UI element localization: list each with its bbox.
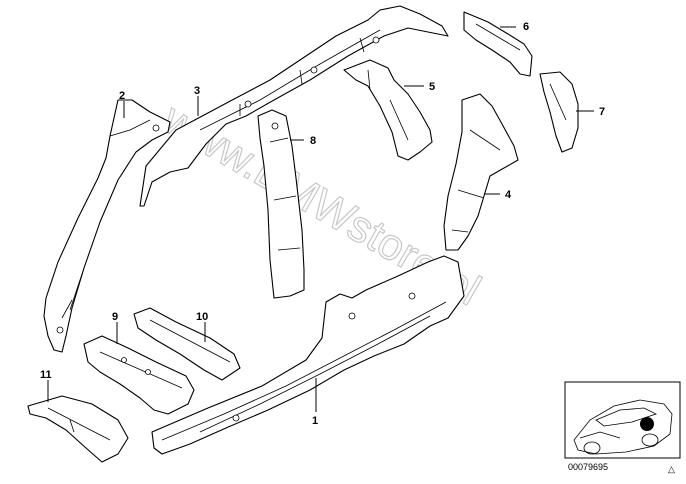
leader-lines (47, 26, 594, 412)
inset-thumbnail[interactable] (564, 381, 681, 459)
diagram-code: 00079695 (568, 462, 608, 472)
part-10-crossmember[interactable] (133, 307, 241, 381)
part-4-rear-pillar[interactable] (443, 93, 519, 251)
callout-9: 9 (112, 311, 118, 323)
part-3-roof-rail[interactable] (139, 5, 449, 207)
callout-5: 5 (429, 81, 435, 93)
part-9-floor-bracket[interactable] (83, 335, 195, 415)
part-7-rear-panel[interactable] (539, 71, 579, 153)
callout-11: 11 (40, 369, 52, 381)
part-callouts: 1 2 3 4 5 6 7 8 9 10 11 (40, 21, 605, 427)
part-11-bracket[interactable] (27, 395, 129, 463)
part-6-upper-bracket[interactable] (463, 11, 533, 77)
part-1-sill[interactable] (151, 255, 465, 455)
callout-1: 1 (312, 415, 318, 427)
callout-6: 6 (523, 21, 529, 33)
part-8-b-pillar[interactable] (257, 109, 305, 299)
callout-4: 4 (505, 189, 512, 201)
callout-10: 10 (196, 311, 208, 323)
callout-7: 7 (599, 106, 605, 118)
callout-8: 8 (310, 135, 316, 147)
part-5-c-pillar[interactable] (343, 59, 433, 161)
warning-triangle-icon: △ (668, 464, 675, 474)
location-marker-icon (640, 417, 654, 431)
callout-2: 2 (119, 90, 125, 102)
part-2-a-pillar[interactable] (43, 99, 171, 353)
callout-3: 3 (194, 85, 200, 97)
